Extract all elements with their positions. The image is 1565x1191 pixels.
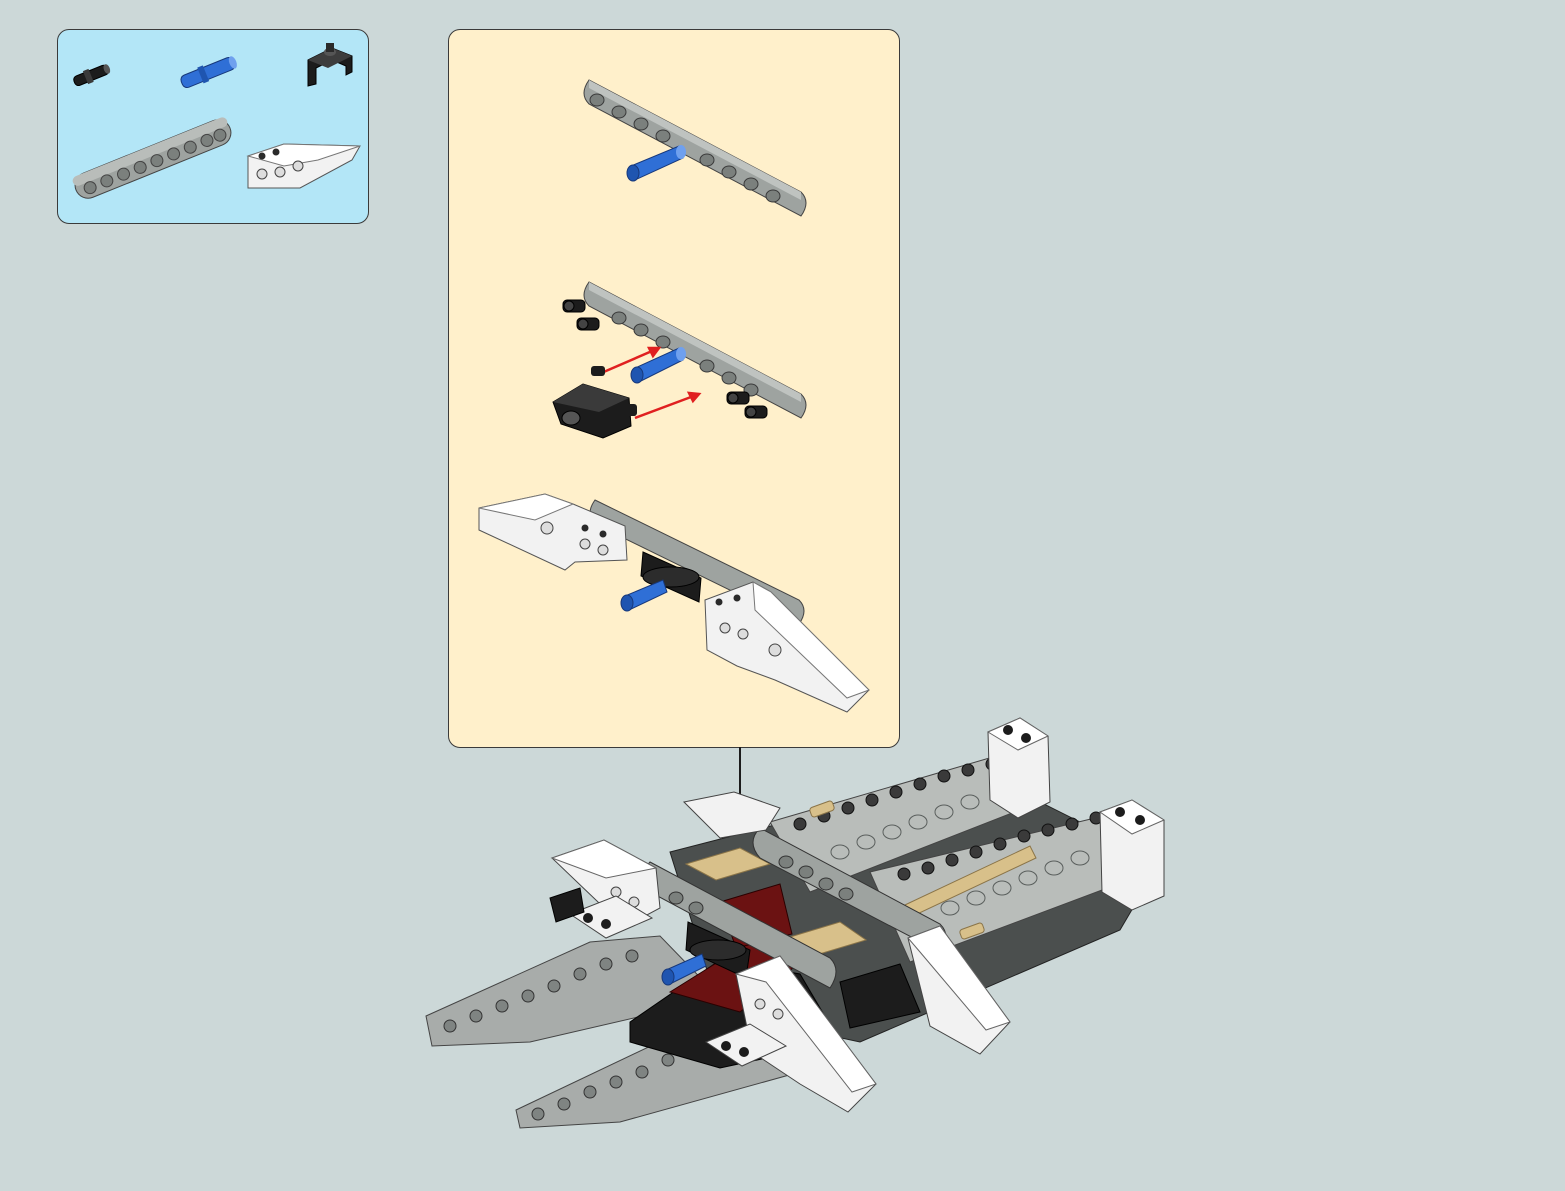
main-model-illustration bbox=[420, 712, 1180, 1152]
black-clip-plate-part bbox=[302, 38, 358, 92]
substep-beam-with-pin bbox=[575, 76, 815, 226]
black-pin-part bbox=[70, 62, 114, 88]
substep-wedges-attached bbox=[475, 490, 875, 730]
gray-beam-part bbox=[68, 116, 238, 202]
parts-list-panel bbox=[57, 29, 369, 224]
white-wedge-part bbox=[244, 136, 362, 196]
blue-axle-pin-part bbox=[176, 56, 240, 90]
substep-pins-and-clip bbox=[549, 278, 819, 468]
subassembly-panel bbox=[448, 29, 900, 748]
